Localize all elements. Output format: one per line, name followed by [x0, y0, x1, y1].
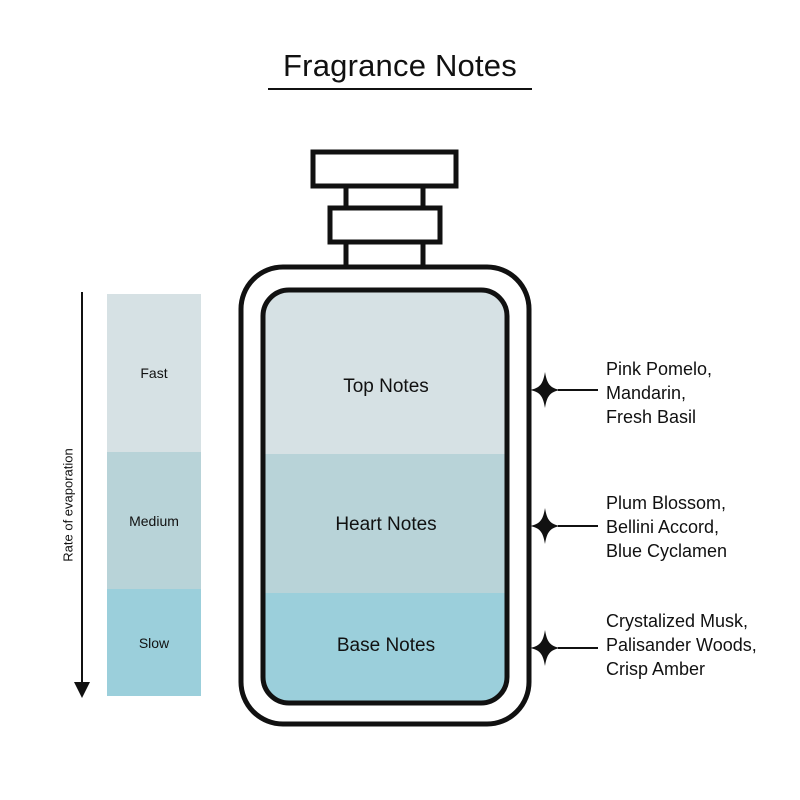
bottle-neck-upper — [343, 183, 426, 211]
base-notes-label: Base Notes — [336, 635, 436, 656]
evaporation-arrow-icon — [74, 292, 90, 698]
heart-notes-layer — [263, 454, 507, 593]
heart-notes-ingredients: Plum Blossom, Bellini Accord, Blue Cycla… — [606, 491, 727, 563]
ingredient-item: Fresh Basil — [606, 407, 697, 427]
heart-notes-label: Heart Notes — [335, 514, 437, 535]
base-notes-layer — [263, 593, 507, 703]
rate-slow-box: Slow — [107, 589, 201, 696]
top-notes-label: Top Notes — [343, 376, 429, 397]
ingredient-item: Palisander Woods, — [606, 635, 757, 655]
rate-medium-label: Medium — [129, 512, 179, 529]
top-notes-layer — [263, 290, 507, 454]
ingredient-item: Blue Cyclamen — [606, 541, 728, 561]
bottle-inner-outline — [260, 287, 510, 706]
rate-medium-box: Medium — [107, 452, 201, 589]
rate-slow-label: Slow — [138, 634, 170, 651]
page-title: Fragrance Notes — [283, 48, 517, 83]
ingredient-item: Crisp Amber — [606, 659, 706, 679]
top-notes-ingredients: Pink Pomelo, Mandarin, Fresh Basil — [606, 357, 712, 429]
ingredient-item: Bellini Accord, — [606, 517, 720, 537]
ingredient-item: Crystalized Musk, — [606, 611, 749, 631]
ingredient-item: Plum Blossom, — [606, 493, 727, 513]
sparkle-pointer-icon — [530, 508, 598, 544]
ingredient-item: Pink Pomelo, — [606, 359, 713, 379]
rate-fast-label: Fast — [140, 365, 168, 381]
ingredient-item: Mandarin, — [606, 383, 687, 403]
title-underline — [268, 88, 532, 90]
base-notes-ingredients: Crystalized Musk, Palisander Woods, Cris… — [606, 609, 757, 681]
sparkle-pointer-icon — [530, 630, 598, 666]
sparkle-pointer-icon — [530, 372, 598, 408]
rate-fast-box: Fast — [107, 294, 201, 452]
bottle-cap-bottom — [327, 205, 443, 245]
bottle-cap-top — [310, 149, 459, 189]
